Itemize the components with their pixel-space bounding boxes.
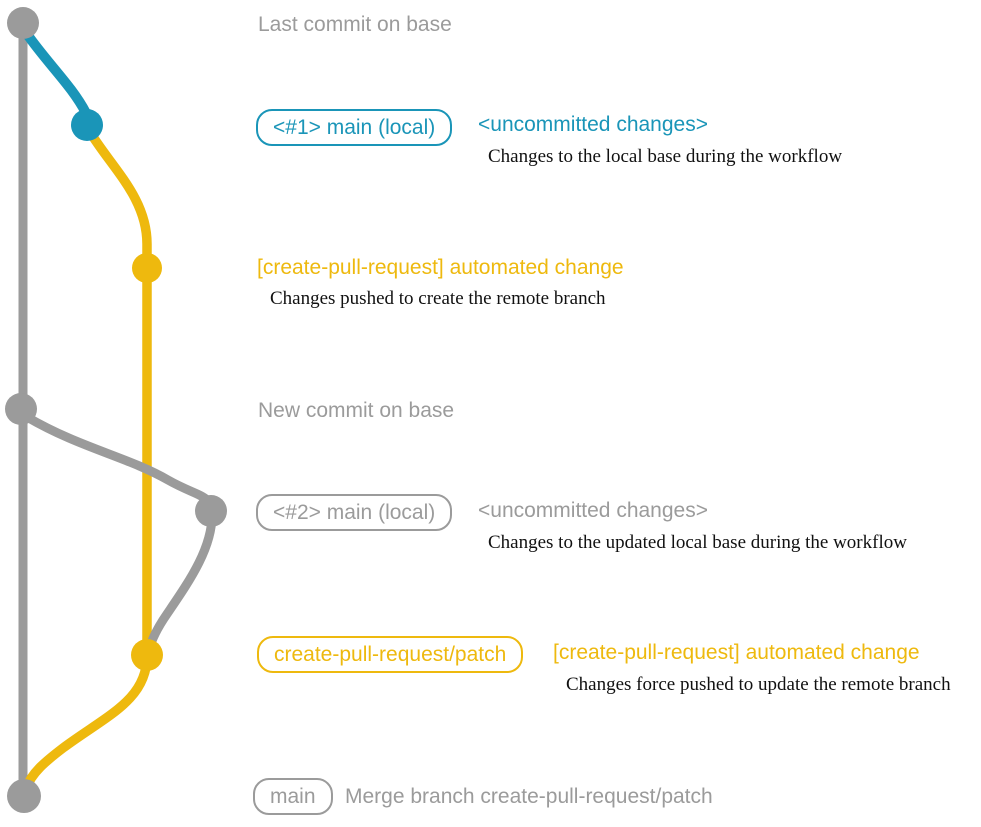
local-main-2-line	[24, 413, 217, 652]
commit-dot-new-base	[5, 393, 37, 425]
commit-dot-local-main-1	[71, 109, 103, 141]
commit-dot-last-base	[7, 7, 39, 39]
desc-automated-change-1: Changes pushed to create the remote bran…	[270, 288, 606, 309]
branch-badge-create-pull-request-patch: create-pull-request/patch	[257, 636, 524, 673]
desc-uncommitted-changes-2: Changes to the updated local base during…	[488, 532, 907, 553]
branch-badge-main-final: main	[253, 778, 333, 815]
create-pull-request-branch-line	[21, 129, 152, 791]
commit-dot-automated-change-2	[131, 639, 163, 671]
caption-merge-branch: Merge branch create-pull-request/patch	[345, 785, 713, 808]
branch-badge-main-local-2: <#2> main (local)	[256, 494, 453, 531]
caption-new-commit-on-base: New commit on base	[258, 399, 455, 422]
note-uncommitted-changes-2: <uncommitted changes>	[478, 499, 708, 522]
commit-dot-local-main-2	[195, 495, 227, 527]
commit-dot-merge	[7, 779, 41, 813]
commit-dot-automated-change-1	[132, 253, 162, 283]
caption-last-commit-on-base: Last commit on base	[258, 13, 452, 36]
note-automated-change-2: [create-pull-request] automated change	[553, 641, 920, 664]
desc-automated-change-2: Changes force pushed to update the remot…	[566, 674, 951, 695]
local-main-1-line	[22, 31, 91, 116]
desc-uncommitted-changes-1: Changes to the local base during the wor…	[488, 146, 843, 167]
note-automated-change-1: [create-pull-request] automated change	[257, 256, 624, 279]
note-uncommitted-changes-1: <uncommitted changes>	[478, 113, 708, 136]
branch-badge-main-local-1: <#1> main (local)	[256, 109, 453, 146]
